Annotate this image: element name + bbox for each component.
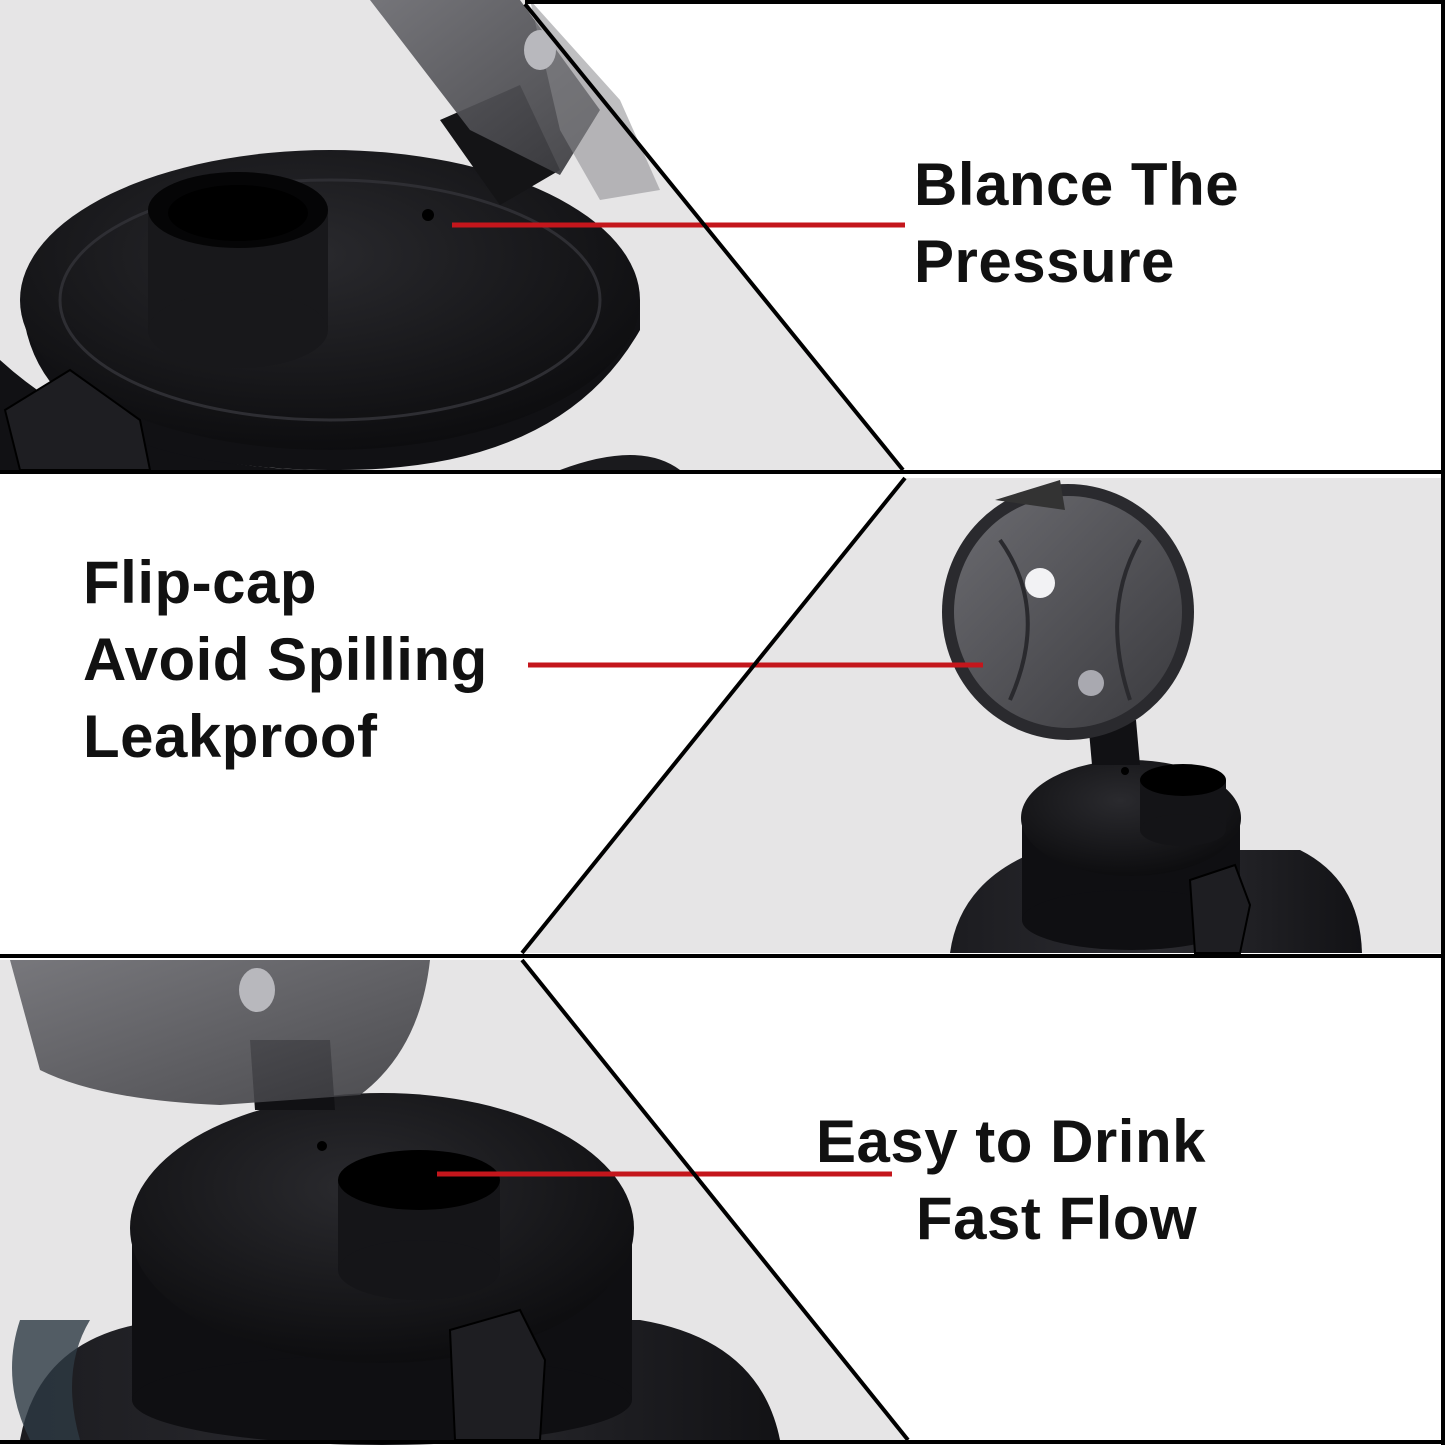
bottle-cap-photo-3 bbox=[10, 960, 780, 1445]
caption-line: Blance The bbox=[914, 151, 1240, 218]
panel-flip-cap bbox=[522, 478, 1445, 954]
caption-drink: Easy to Drink Fast Flow bbox=[816, 1103, 1206, 1257]
caption-line: Leakproof bbox=[83, 703, 378, 770]
panel-drink bbox=[0, 960, 908, 1445]
caption-pressure: Blance The Pressure bbox=[914, 146, 1239, 300]
caption-line: Pressure bbox=[914, 228, 1175, 295]
panel-pressure bbox=[0, 0, 905, 471]
caption-line: Flip-cap bbox=[83, 549, 318, 616]
caption-line: Fast Flow bbox=[916, 1185, 1198, 1252]
caption-line: Avoid Spilling bbox=[83, 626, 488, 693]
caption-flip-cap: Flip-cap Avoid Spilling Leakproof bbox=[83, 544, 488, 775]
bottle-cap-photo-2 bbox=[942, 480, 1362, 954]
caption-line: Easy to Drink bbox=[816, 1108, 1206, 1175]
